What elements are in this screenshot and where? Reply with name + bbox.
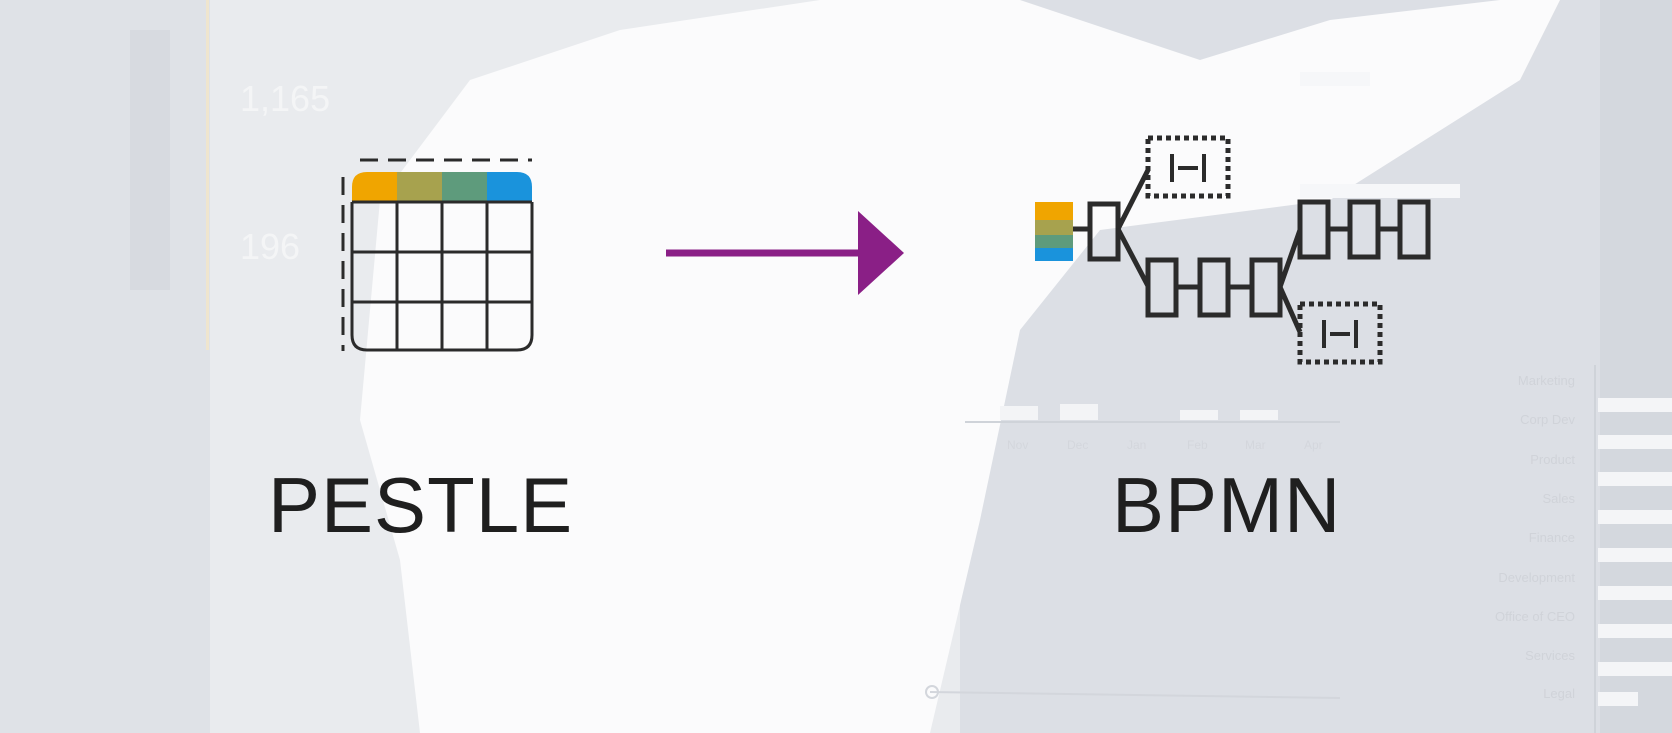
background-department-label: Services bbox=[1525, 648, 1575, 663]
header-cell bbox=[442, 172, 487, 202]
background-department-label: Legal bbox=[1543, 686, 1575, 701]
right-arrow-icon bbox=[666, 211, 904, 295]
background-department-label: Development bbox=[1498, 570, 1575, 585]
background-tick-label: Nov bbox=[1007, 438, 1029, 452]
bpmn-label: BPMN bbox=[1112, 461, 1342, 549]
header-cell bbox=[397, 172, 442, 202]
background-tick-label: Mar bbox=[1245, 438, 1266, 452]
background-stat-value: 1,165 bbox=[240, 78, 331, 119]
background-department-label: Marketing bbox=[1517, 373, 1575, 388]
background-department-label: Sales bbox=[1542, 491, 1575, 506]
background-tick-label: Feb bbox=[1187, 438, 1208, 452]
background-department-label: Office of CEO bbox=[1495, 609, 1575, 624]
background-tick-label: Apr bbox=[1304, 438, 1323, 452]
table-icon bbox=[341, 158, 534, 352]
header-cell bbox=[487, 172, 532, 202]
background-tick-label: Jan bbox=[1127, 438, 1147, 452]
background-department-label: Finance bbox=[1528, 530, 1575, 545]
background-tick-label: Dec bbox=[1067, 438, 1089, 452]
background-stat-value: 196 bbox=[240, 226, 301, 267]
header-cell bbox=[352, 172, 397, 202]
pestle-label: PESTLE bbox=[268, 461, 574, 549]
process-diagram-icon bbox=[1035, 135, 1431, 365]
background-department-label: Product bbox=[1530, 452, 1575, 467]
background-department-label: Corp Dev bbox=[1520, 412, 1575, 427]
